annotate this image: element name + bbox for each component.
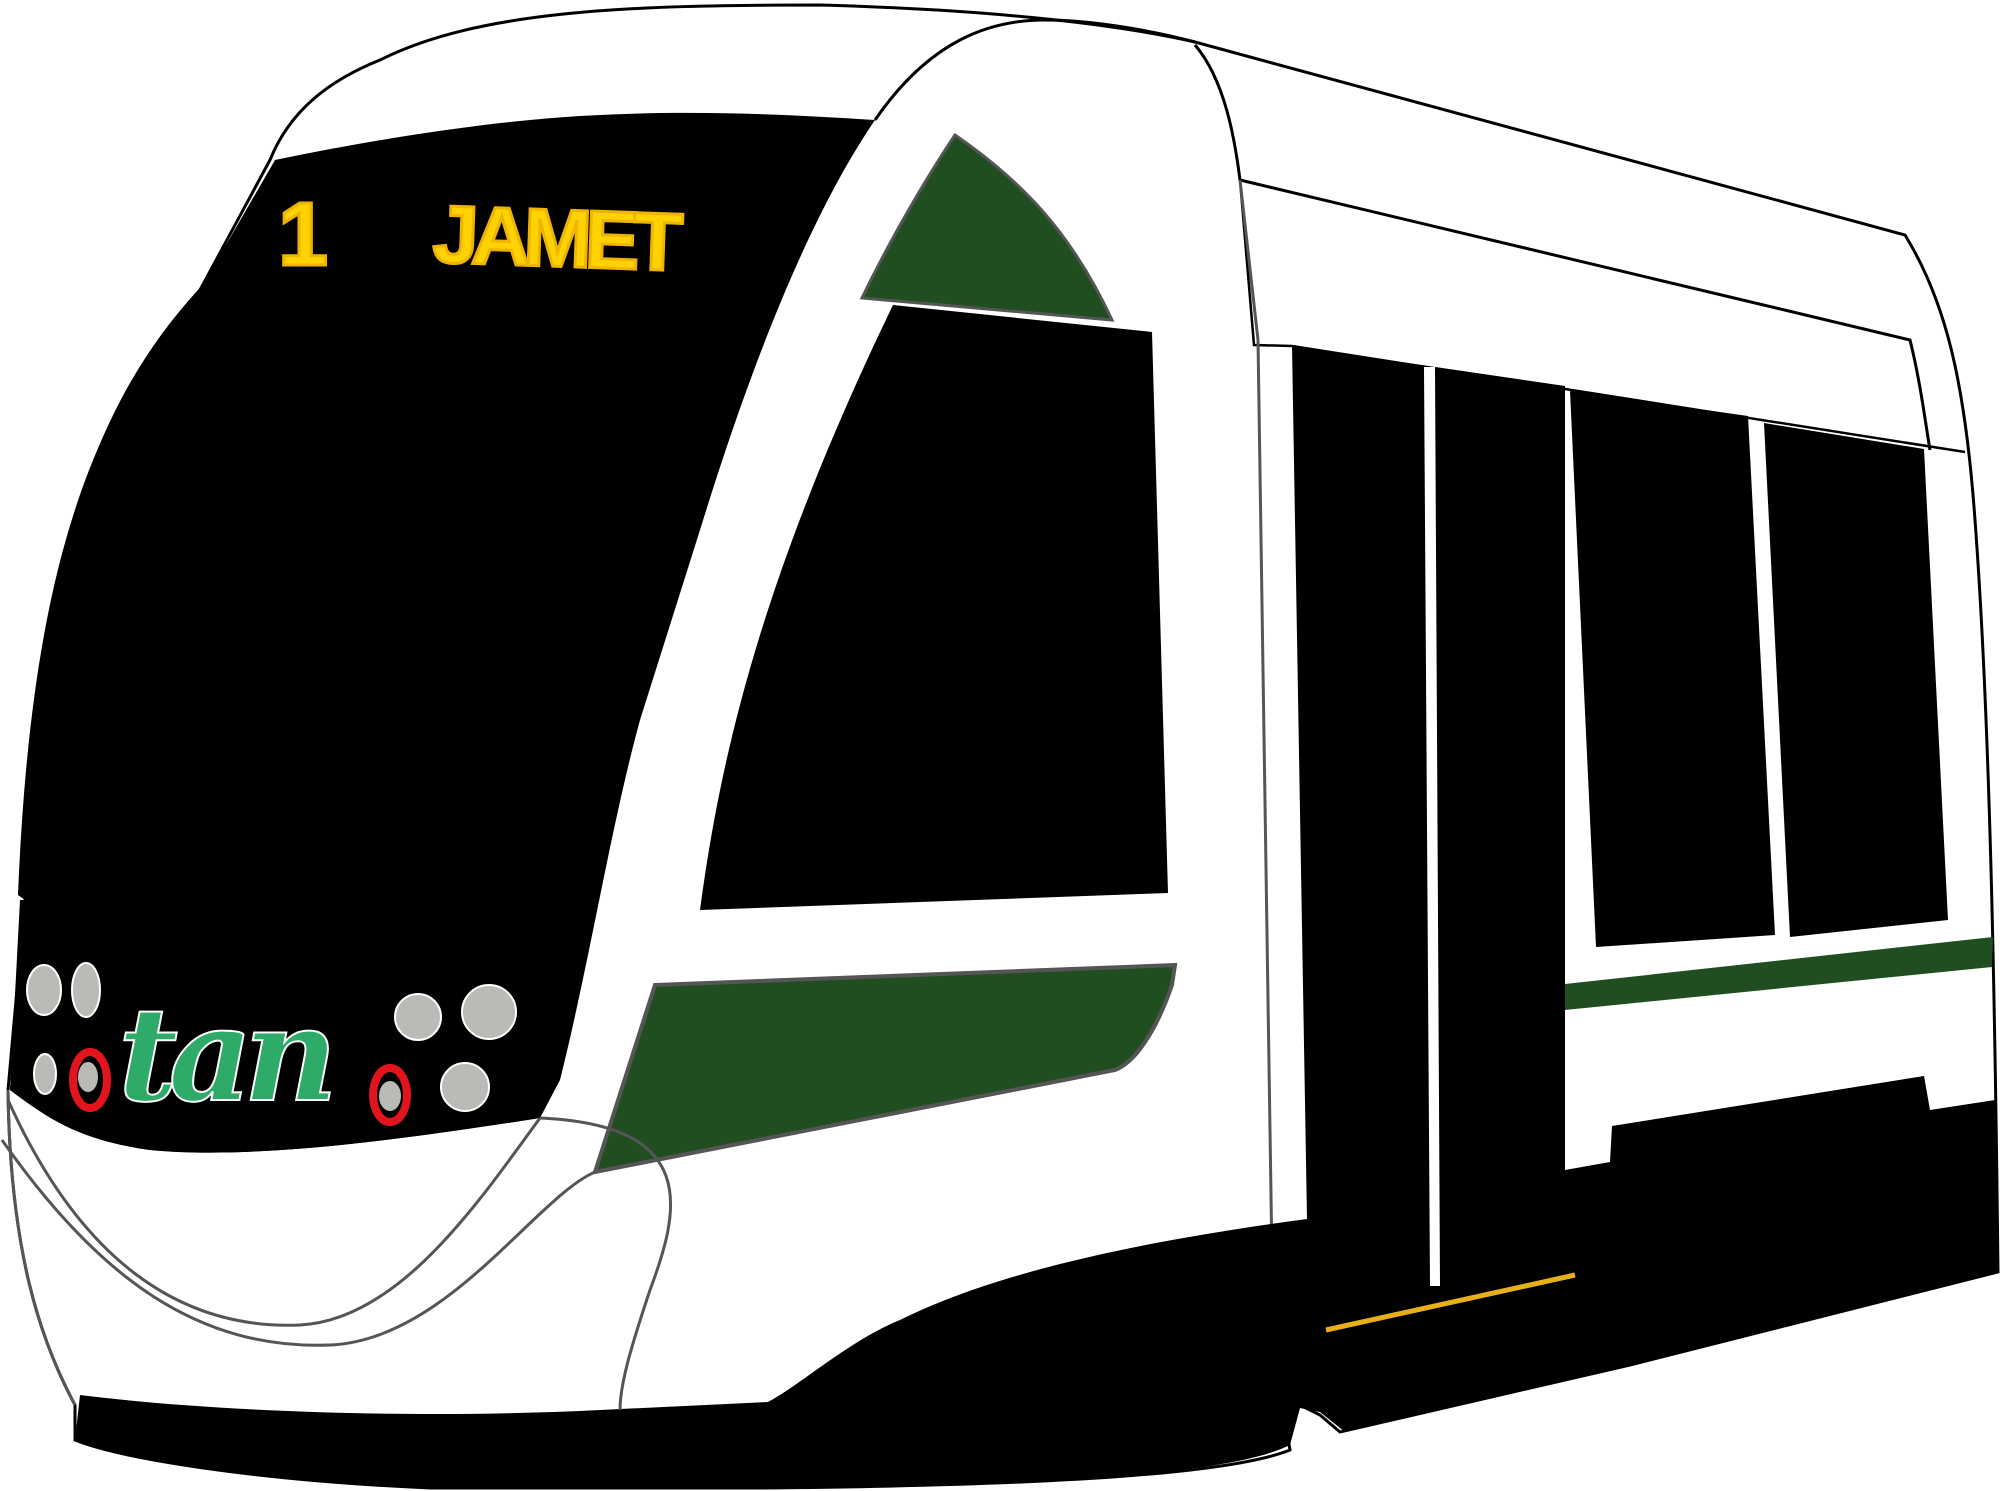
side-window-2: [1764, 423, 1948, 937]
step-strip: [1325, 1272, 1576, 1333]
red-lamp-ring: [369, 1064, 411, 1126]
side-window-1: [1570, 391, 1775, 947]
tan-logo: tan: [118, 978, 338, 1131]
red-lamp-ring: [69, 1048, 111, 1112]
bumper-line: [0, 1139, 601, 1347]
side-window-green-top: [859, 132, 1115, 322]
destination-text: JAMET: [431, 189, 684, 289]
side-window-green-bottom: [592, 962, 1178, 1175]
lamp: [26, 964, 62, 1016]
lamp: [440, 1062, 490, 1112]
lamp: [394, 993, 442, 1041]
side-green-stripe: [1565, 937, 1993, 1010]
bumper-line: [6, 1089, 77, 1406]
windshield-lower-front: [10, 900, 560, 1153]
cab-pillar-line: [1238, 179, 1274, 1261]
door-gap: [1424, 367, 1440, 1286]
bumper-line: [6, 1099, 542, 1327]
route-number: 1: [278, 185, 328, 285]
lamp: [461, 984, 517, 1040]
side-panel-line: [1193, 44, 1932, 451]
roof-line: [873, 18, 1196, 121]
headlights-left: [26, 962, 111, 1112]
side-lower-body: [75, 346, 1998, 1488]
lamp: [78, 1062, 98, 1092]
lamp: [71, 962, 101, 1018]
windshield: [10, 112, 875, 1153]
headlights-right: [369, 984, 517, 1126]
lamp: [379, 1081, 401, 1111]
lamp: [33, 1053, 57, 1095]
side-window: [700, 305, 1168, 910]
bumper-line: [539, 1116, 673, 1411]
